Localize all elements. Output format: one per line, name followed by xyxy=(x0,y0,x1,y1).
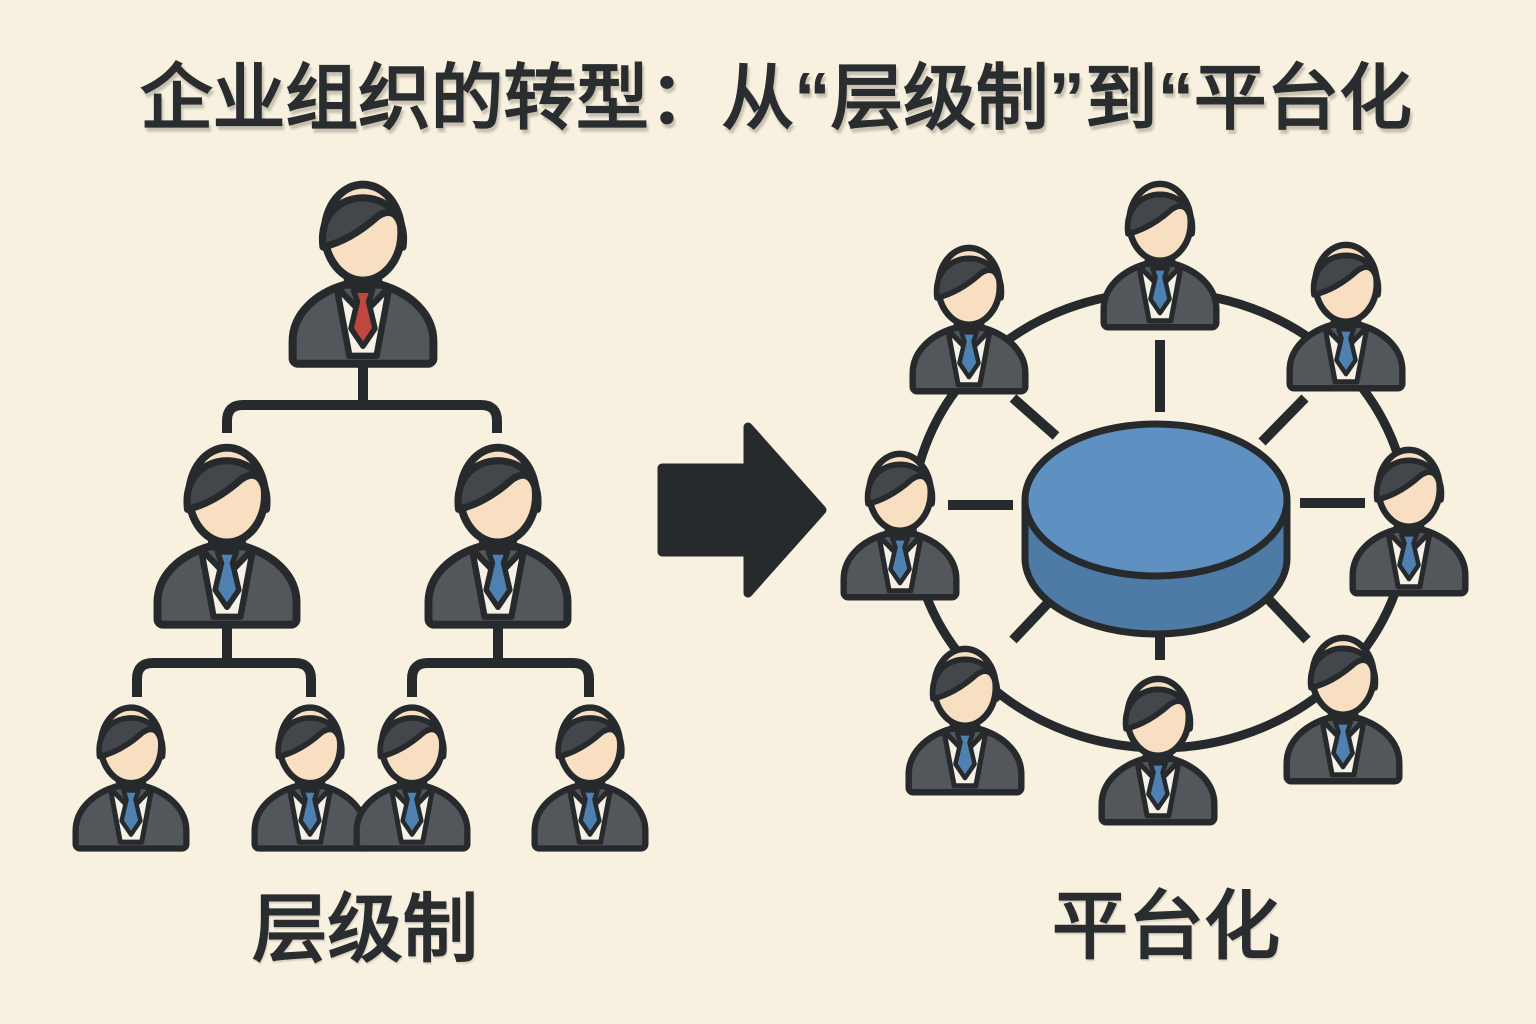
platform-diagram: 平台化 xyxy=(844,184,1466,968)
person-manager-right-icon xyxy=(428,448,567,625)
person-member-top-icon xyxy=(1104,184,1217,327)
person-manager-left-icon xyxy=(157,448,296,625)
person-member-top-right-icon xyxy=(1290,245,1403,388)
person-member-bottom-icon xyxy=(1102,679,1215,822)
person-worker-4-icon xyxy=(535,708,646,849)
hierarchy-diagram: 层级制 xyxy=(76,185,646,971)
platform-disc xyxy=(1021,420,1291,638)
person-member-right-icon xyxy=(1353,450,1466,593)
platform-label: 平台化 xyxy=(1052,884,1280,968)
person-member-bottom-left-icon xyxy=(909,649,1022,792)
person-worker-3-icon xyxy=(357,708,468,849)
hierarchy-label: 层级制 xyxy=(252,887,478,971)
transformation-arrow-icon xyxy=(657,422,827,598)
tree-connectors xyxy=(132,367,594,697)
person-member-top-left-icon xyxy=(913,248,1026,391)
person-member-left-icon xyxy=(844,454,957,597)
person-leader-icon xyxy=(293,185,434,364)
person-worker-2-icon xyxy=(255,708,366,849)
page-title: 企业组织的转型：从“层级制”到“平台化 xyxy=(140,59,1412,139)
person-worker-1-icon xyxy=(76,708,187,849)
